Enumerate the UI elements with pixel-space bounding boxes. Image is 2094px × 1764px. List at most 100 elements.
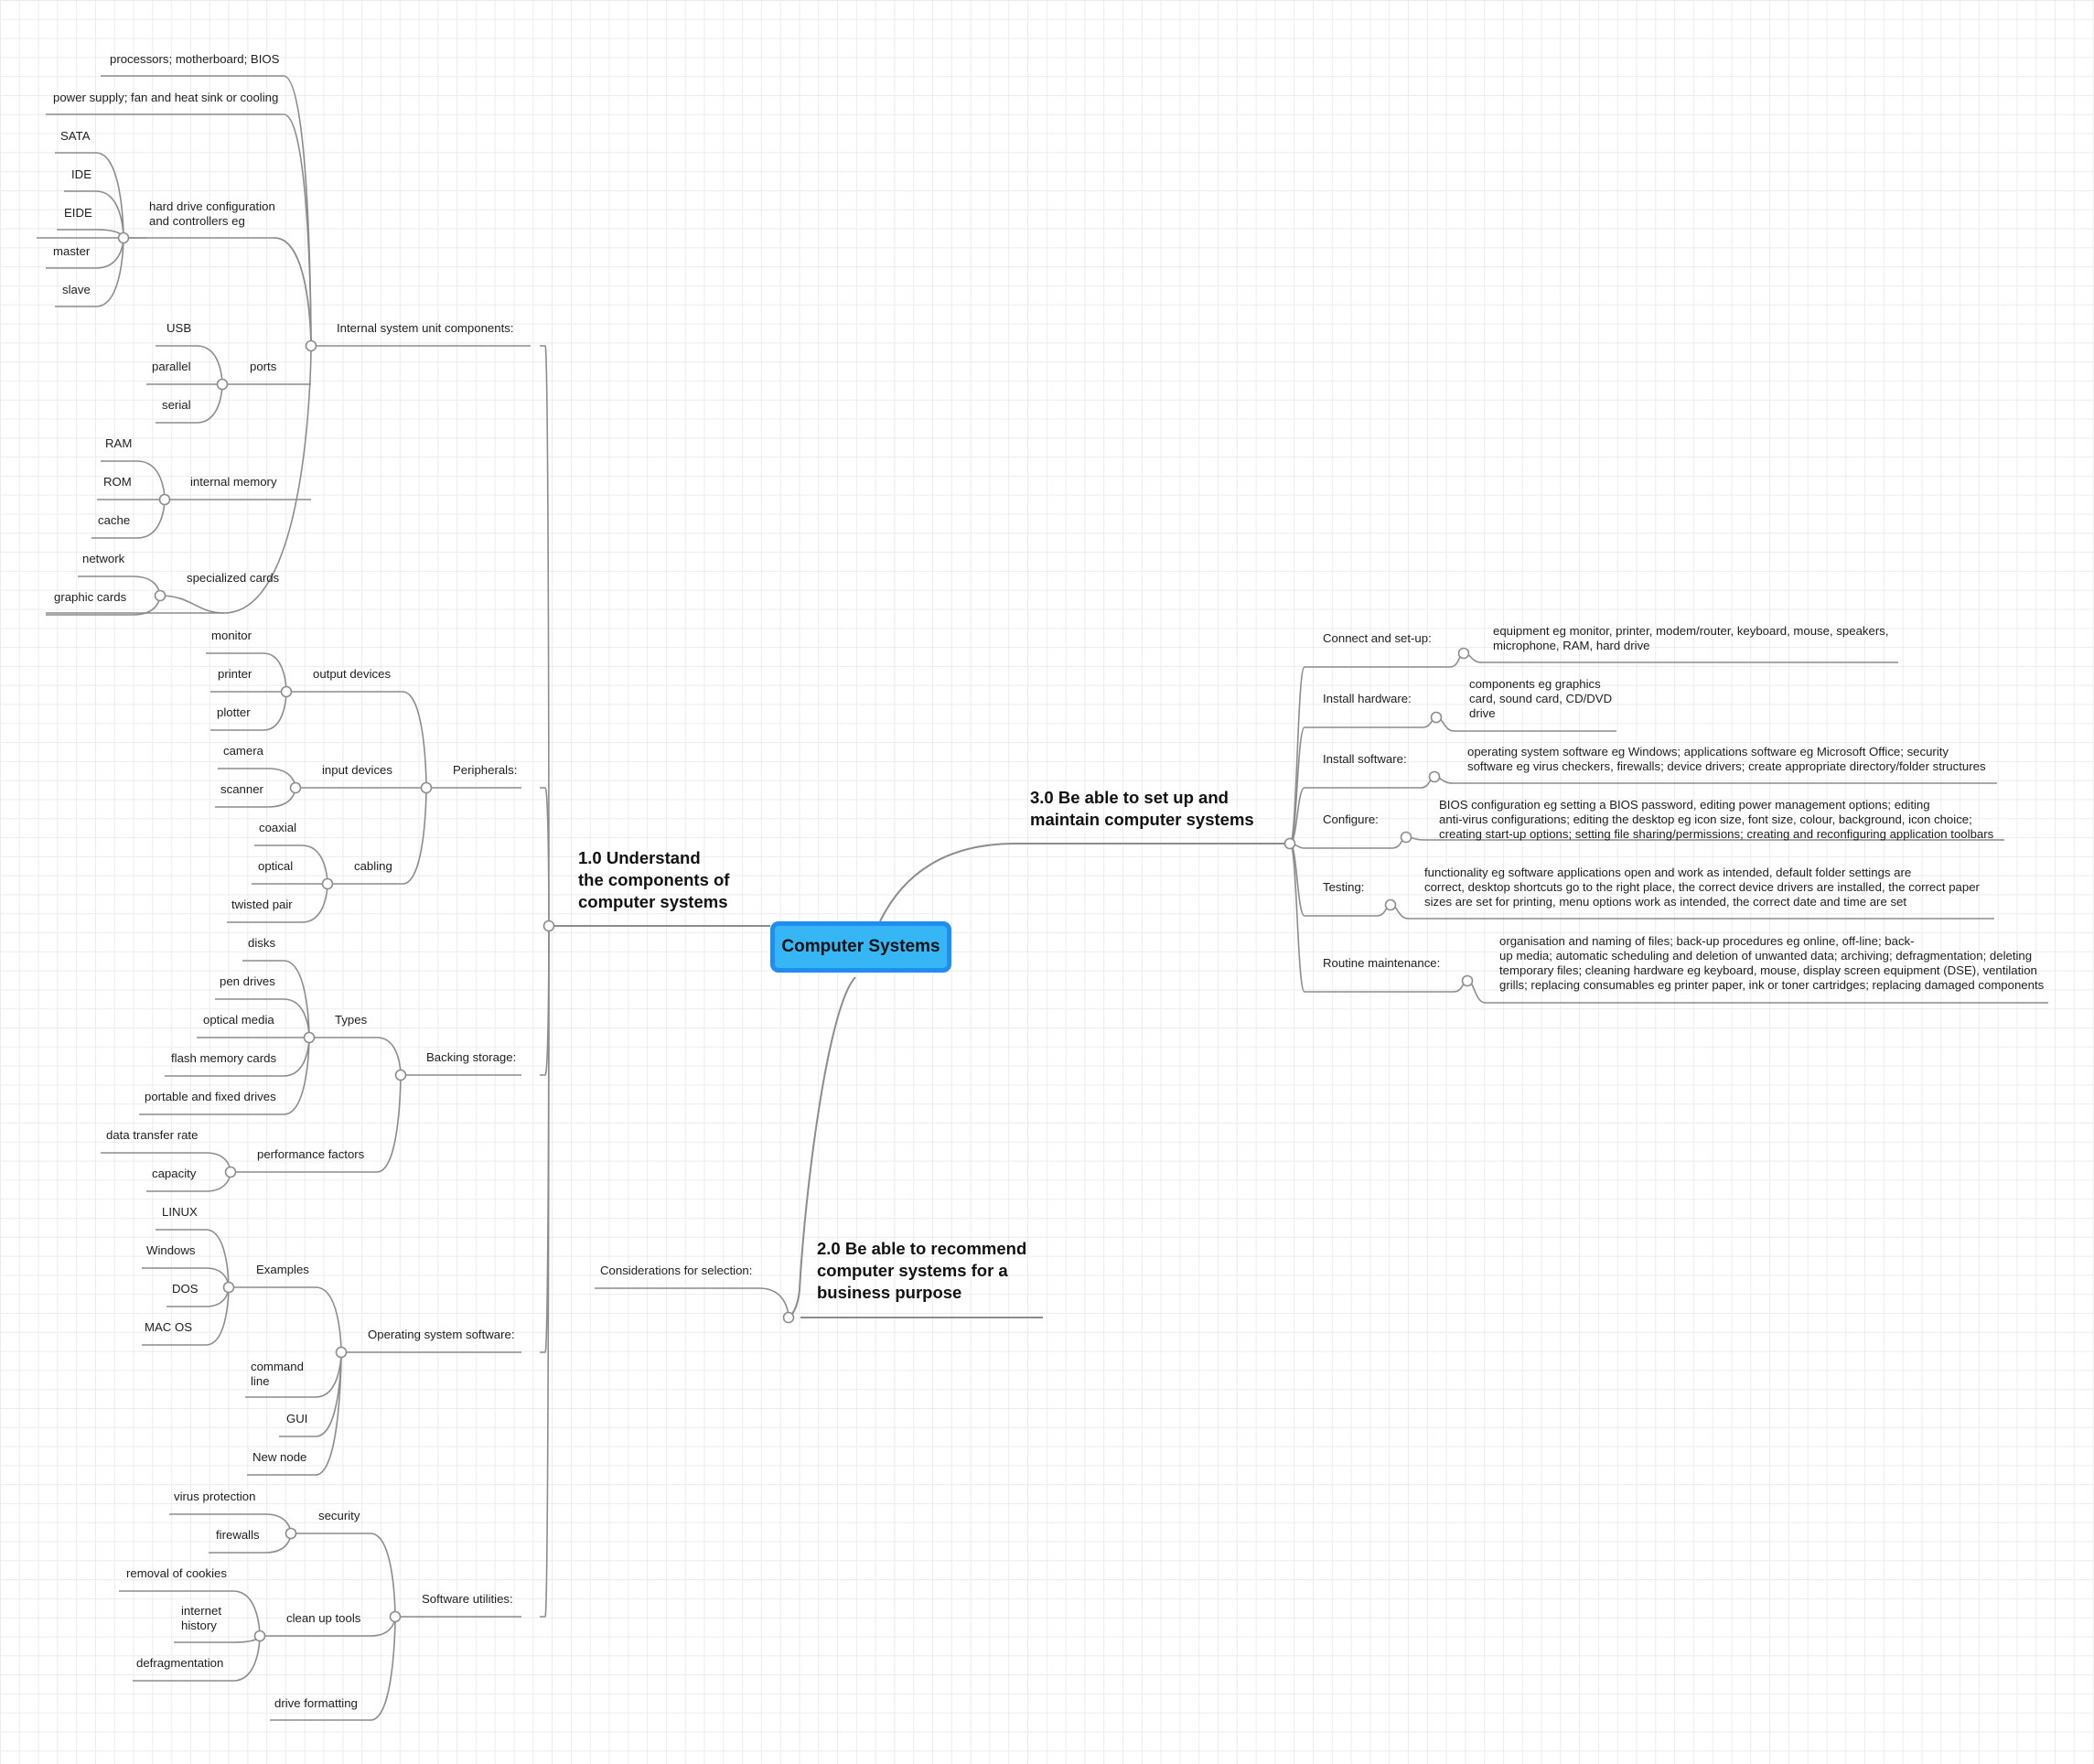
collapse-toggle[interactable] [321, 877, 334, 890]
branch-2-title[interactable]: 2.0 Be able to recommend computer system… [817, 1239, 1027, 1302]
cleanup-item-history[interactable]: internet history [181, 1604, 221, 1632]
collapse-toggle[interactable] [1457, 647, 1470, 660]
cabling-item-optical[interactable]: optical [258, 859, 294, 873]
security-item-virus[interactable]: virus protection [174, 1490, 256, 1503]
b3-software-label[interactable]: Install software: [1323, 752, 1407, 766]
input-item-scanner[interactable]: scanner [220, 782, 263, 796]
hdd-item-eide[interactable]: EIDE [64, 206, 92, 220]
formatting-label[interactable]: drive formatting [274, 1696, 358, 1710]
ports-label[interactable]: ports [250, 360, 277, 373]
output-item-printer[interactable]: printer [218, 667, 252, 681]
considerations-label[interactable]: Considerations for selection: [600, 1264, 753, 1277]
perf-item-capacity[interactable]: capacity [152, 1167, 197, 1180]
cabling-label[interactable]: cabling [354, 859, 392, 873]
storage-label[interactable]: Backing storage: [426, 1050, 517, 1064]
collapse-toggle[interactable] [305, 339, 317, 352]
types-item-flash[interactable]: flash memory cards [171, 1051, 277, 1065]
security-label[interactable]: security [318, 1509, 360, 1522]
output-devices-label[interactable]: output devices [313, 667, 392, 681]
cleanup-item-defrag[interactable]: defragmentation [136, 1656, 224, 1670]
memory-item-rom[interactable]: ROM [103, 475, 132, 489]
collapse-toggle[interactable] [117, 231, 130, 244]
output-item-monitor[interactable]: monitor [211, 629, 252, 642]
os-label[interactable]: Operating system software: [368, 1328, 515, 1341]
examples-item-dos[interactable]: DOS [172, 1282, 199, 1296]
root-topic[interactable]: Computer Systems [770, 921, 951, 973]
cleanup-label[interactable]: clean up tools [286, 1611, 361, 1625]
performance-label[interactable]: performance factors [257, 1147, 365, 1161]
b3-maintenance-label[interactable]: Routine maintenance: [1323, 956, 1441, 970]
b3-connect-detail[interactable]: equipment eg monitor, printer, modem/rou… [1493, 624, 1889, 652]
os-item-command-line[interactable]: command line [251, 1360, 304, 1388]
collapse-toggle[interactable] [389, 1610, 402, 1623]
b3-configure-label[interactable]: Configure: [1323, 812, 1379, 826]
collapse-toggle[interactable] [1384, 898, 1397, 911]
cabling-item-twisted[interactable]: twisted pair [231, 898, 293, 911]
peripherals-label[interactable]: Peripherals: [453, 763, 518, 777]
collapse-toggle[interactable] [222, 1281, 235, 1294]
collapse-toggle[interactable] [335, 1346, 348, 1359]
examples-item-windows[interactable]: Windows [146, 1243, 196, 1257]
b3-configure-detail[interactable]: BIOS configuration eg setting a BIOS pas… [1439, 798, 1994, 841]
security-item-firewalls[interactable]: firewalls [216, 1528, 260, 1542]
hdd-item-sata[interactable]: SATA [60, 129, 91, 143]
branch-1-title[interactable]: 1.0 Understand the components of compute… [578, 848, 730, 911]
collapse-toggle[interactable] [782, 1311, 795, 1324]
hdd-label[interactable]: hard drive configuration and controllers… [149, 199, 275, 228]
collapse-toggle[interactable] [1430, 711, 1443, 724]
b3-maintenance-detail[interactable]: organisation and naming of files; back-u… [1499, 934, 2045, 992]
input-item-camera[interactable]: camera [223, 744, 263, 758]
types-label[interactable]: Types [335, 1013, 368, 1027]
examples-item-linux[interactable]: LINUX [162, 1205, 198, 1219]
os-item-new-node[interactable]: New node [252, 1450, 307, 1464]
collapse-toggle[interactable] [1428, 770, 1441, 783]
collapse-toggle[interactable] [253, 1630, 266, 1642]
memory-label[interactable]: internal memory [190, 475, 277, 489]
collapse-toggle[interactable] [303, 1031, 316, 1044]
collapse-toggle[interactable] [420, 781, 433, 794]
memory-item-ram[interactable]: RAM [105, 436, 133, 450]
collapse-toggle[interactable] [154, 589, 166, 602]
collapse-toggle[interactable] [280, 685, 293, 698]
cards-item-network[interactable]: network [82, 552, 125, 565]
ports-item-serial[interactable]: serial [162, 398, 191, 412]
b3-testing-label[interactable]: Testing: [1323, 880, 1365, 894]
cards-label[interactable]: specialized cards [187, 571, 280, 585]
collapse-toggle[interactable] [1400, 831, 1412, 844]
collapse-toggle[interactable] [1283, 837, 1296, 850]
examples-item-macos[interactable]: MAC OS [145, 1320, 193, 1334]
b3-connect-label[interactable]: Connect and set-up: [1323, 631, 1432, 645]
os-item-gui[interactable]: GUI [286, 1412, 308, 1425]
collapse-toggle[interactable] [394, 1069, 407, 1081]
hdd-item-ide[interactable]: IDE [71, 167, 91, 181]
hdd-item-slave[interactable]: slave [62, 283, 91, 296]
b3-hardware-label[interactable]: Install hardware: [1323, 692, 1412, 705]
output-item-plotter[interactable]: plotter [217, 705, 251, 719]
cards-item-graphic[interactable]: graphic cards [54, 590, 127, 604]
collapse-toggle[interactable] [289, 781, 302, 794]
processors-label[interactable]: processors; motherboard; BIOS [110, 52, 280, 66]
cabling-item-coaxial[interactable]: coaxial [259, 821, 297, 834]
hdd-item-master[interactable]: master [53, 244, 91, 258]
perf-item-transfer[interactable]: data transfer rate [106, 1128, 199, 1142]
ports-item-parallel[interactable]: parallel [152, 360, 191, 373]
utilities-label[interactable]: Software utilities: [422, 1592, 513, 1606]
collapse-toggle[interactable] [1461, 974, 1474, 987]
examples-label[interactable]: Examples [256, 1263, 309, 1276]
collapse-toggle[interactable] [224, 1166, 237, 1178]
power-label[interactable]: power supply; fan and heat sink or cooli… [53, 91, 279, 104]
b3-testing-detail[interactable]: functionality eg software applications o… [1424, 866, 1980, 909]
collapse-toggle[interactable] [542, 920, 555, 932]
types-item-disks[interactable]: disks [248, 936, 276, 950]
ports-item-usb[interactable]: USB [166, 321, 192, 335]
collapse-toggle[interactable] [216, 378, 229, 391]
types-item-optical[interactable]: optical media [203, 1013, 274, 1027]
types-item-portable[interactable]: portable and fixed drives [145, 1090, 276, 1103]
b3-software-detail[interactable]: operating system software eg Windows; ap… [1467, 745, 1986, 773]
types-item-pen[interactable]: pen drives [220, 974, 275, 988]
collapse-toggle[interactable] [285, 1527, 297, 1540]
branch-3-title[interactable]: 3.0 Be able to set up and maintain compu… [1030, 788, 1254, 829]
internal-components-label[interactable]: Internal system unit components: [337, 321, 514, 335]
b3-hardware-detail[interactable]: components eg graphics card, sound card,… [1469, 677, 1613, 720]
